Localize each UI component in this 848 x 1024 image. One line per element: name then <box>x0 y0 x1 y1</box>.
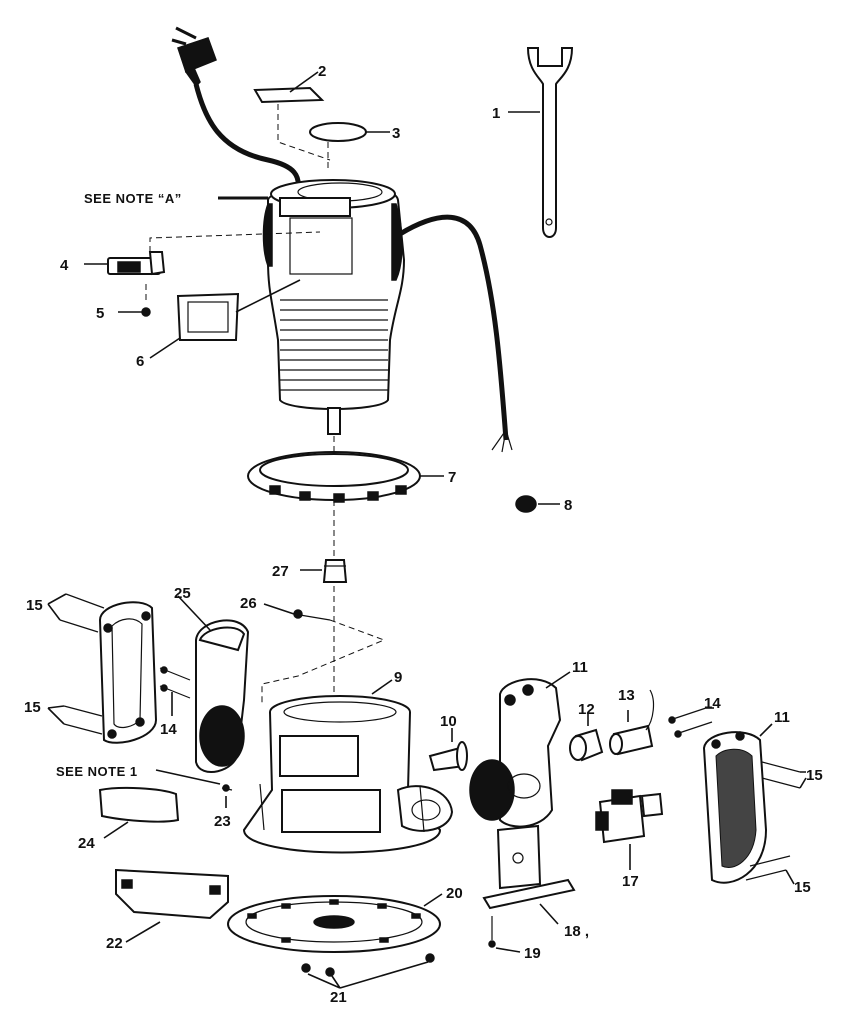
switch <box>107 251 166 276</box>
right-handle-housing <box>469 678 562 828</box>
callout-5: 5 <box>96 305 104 322</box>
callout-19: 19 <box>524 945 541 962</box>
handle-screws-14-left <box>159 666 191 699</box>
callout-21: 21 <box>330 989 347 1006</box>
callout-20: 20 <box>446 885 463 902</box>
callout-25: 25 <box>174 585 191 602</box>
collet-nut <box>322 559 348 583</box>
part-13 <box>609 689 655 756</box>
callout-17: 17 <box>622 873 639 890</box>
knob <box>515 495 537 513</box>
right-handle-cover <box>702 731 768 884</box>
handle-screws-lower-right <box>745 855 791 881</box>
part-24-label <box>98 786 180 823</box>
clamp-ring <box>247 451 421 503</box>
callout-9: 9 <box>394 669 402 686</box>
wrench <box>526 47 574 238</box>
handle-screws-lower-left <box>63 705 103 735</box>
note-1-label: SEE NOTE 1 <box>56 764 138 779</box>
callout-26: 26 <box>240 595 257 612</box>
callout-11-left: 11 <box>572 659 588 676</box>
power-cord <box>193 83 301 191</box>
callout-13: 13 <box>618 687 635 704</box>
callout-11-right: 11 <box>774 709 790 726</box>
bracket-screw <box>488 916 496 948</box>
motor-cord <box>398 214 509 441</box>
left-handle <box>195 619 250 773</box>
callout-8: 8 <box>564 497 572 514</box>
callout-15-upper-right: 15 <box>806 767 823 784</box>
callout-24: 24 <box>78 835 95 852</box>
callout-27: 27 <box>272 563 289 580</box>
callout-15-lower-right: 15 <box>794 879 811 896</box>
motor-housing <box>262 179 406 435</box>
callout-23: 23 <box>214 813 231 830</box>
switch-assembly <box>595 789 664 844</box>
sub-base <box>227 895 441 953</box>
callout-14-left: 14 <box>160 721 177 738</box>
bracket <box>482 824 576 910</box>
callout-12: 12 <box>578 701 595 718</box>
callout-15-upper-left: 15 <box>26 597 43 614</box>
handle-screws-upper-left <box>59 593 105 633</box>
pin-10 <box>428 741 468 772</box>
callout-10: 10 <box>440 713 457 730</box>
name-plate-oval <box>309 122 367 142</box>
router-base <box>242 695 454 854</box>
label-plate <box>253 86 325 104</box>
callout-6: 6 <box>136 353 144 370</box>
callout-4: 4 <box>60 257 69 274</box>
screw-26 <box>293 609 331 621</box>
base-screws <box>301 953 435 977</box>
left-handle-cover <box>98 601 158 744</box>
callout-2: 2 <box>318 63 326 80</box>
callout-22: 22 <box>106 935 123 952</box>
part-23-screw <box>221 784 233 792</box>
handle-screws-upper-right <box>761 761 801 789</box>
switch-screw <box>141 307 151 317</box>
chip-shield <box>115 868 229 920</box>
callout-14-right: 14 <box>704 695 721 712</box>
callout-15-lower-left: 15 <box>24 699 41 716</box>
handle-screws-14-right <box>668 707 713 738</box>
part-12 <box>569 728 604 762</box>
switch-plate <box>176 292 240 341</box>
callout-7: 7 <box>448 469 456 486</box>
power-plug <box>171 26 217 88</box>
callout-18: 18 , <box>564 923 589 940</box>
note-a-label: SEE NOTE “A” <box>84 191 182 206</box>
callout-1: 1 <box>492 105 500 122</box>
callout-3: 3 <box>392 125 400 142</box>
